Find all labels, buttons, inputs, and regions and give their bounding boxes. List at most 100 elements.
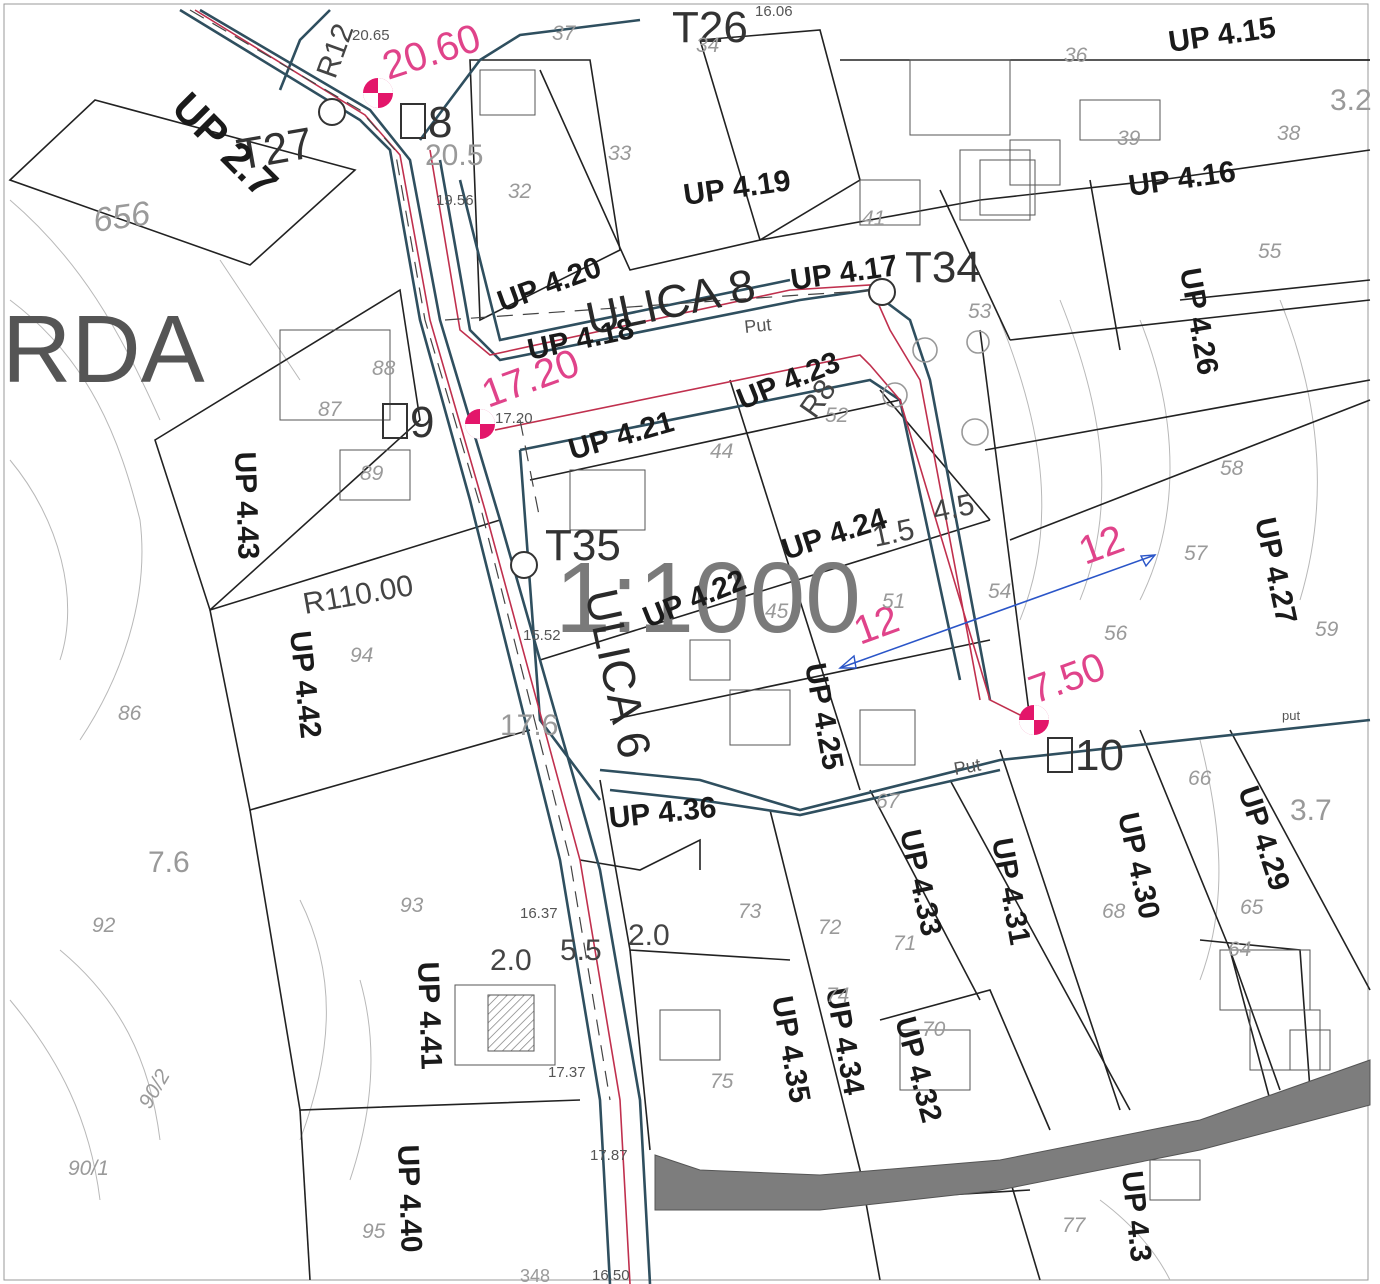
zone-up-4-36: UP 4.36 xyxy=(607,791,718,835)
dim-7-6: 7.6 xyxy=(148,846,190,879)
parcel-93: 93 xyxy=(400,894,424,917)
building-outlines xyxy=(279,59,1331,1201)
parcel-39: 39 xyxy=(1117,127,1141,150)
zone-up-4-21: UP 4.21 xyxy=(565,405,678,466)
elev-19-56: 19.56 xyxy=(436,192,474,209)
parcel-52: 52 xyxy=(825,404,849,427)
parcel-70: 70 xyxy=(922,1018,946,1041)
elevation-labels: 20.65 19.56 17.20 15.52 16.37 17.37 17.8… xyxy=(352,3,793,1284)
parcel-32: 32 xyxy=(508,180,532,203)
parcel-36: 36 xyxy=(1064,44,1088,67)
dim-5-5: 5.5 xyxy=(560,934,602,967)
elev-15-52: 15.52 xyxy=(523,627,561,644)
parcel-87: 87 xyxy=(318,398,343,421)
path-label-put-3: put xyxy=(1282,708,1300,723)
dim-2-0-b: 2.0 xyxy=(628,919,670,952)
zone-up-4-16: UP 4.16 xyxy=(1126,155,1237,203)
survey-markers xyxy=(363,78,1049,735)
zone-up-4-29: UP 4.29 xyxy=(1231,782,1296,895)
parcel-88: 88 xyxy=(372,357,396,380)
elev-16-50: 16.50 xyxy=(592,1267,630,1284)
parcel-75: 75 xyxy=(710,1070,734,1093)
parcel-66: 66 xyxy=(1188,767,1212,790)
dim-4-5: 4.5 xyxy=(930,488,978,529)
parcel-41: 41 xyxy=(862,207,885,230)
zone-up-4-19: UP 4.19 xyxy=(681,164,792,212)
map-frame xyxy=(3,3,1369,1281)
node-label-t35: T35 xyxy=(545,521,621,570)
parcel-44: 44 xyxy=(710,440,733,463)
parcel-33: 33 xyxy=(608,142,632,165)
zone-up-4-43: UP 4.43 xyxy=(228,451,265,560)
road-band xyxy=(654,1059,1371,1211)
path-label-put: Put xyxy=(743,314,772,337)
zone-up-4-35: UP 4.35 xyxy=(765,993,816,1105)
sign-label-8: 8 xyxy=(428,98,452,147)
elev-17-37: 17.37 xyxy=(548,1064,586,1081)
parcel-51: 51 xyxy=(882,590,905,613)
parcel-37: 37 xyxy=(552,22,577,45)
parcel-656: 656 xyxy=(91,194,153,240)
elev-17-20: 17.20 xyxy=(495,410,533,427)
parcel-59: 59 xyxy=(1315,618,1339,641)
zone-up-4-18: UP 4.18 xyxy=(525,312,637,367)
elevation-red-7-50: 7.50 xyxy=(1023,644,1111,712)
parcel-38: 38 xyxy=(1277,122,1301,145)
road-lines xyxy=(179,8,1371,1284)
zone-up-4-40: UP 4.40 xyxy=(391,1144,428,1253)
sign-label-9: 9 xyxy=(410,398,434,447)
zone-up-4-25: UP 4.25 xyxy=(798,660,849,772)
parcel-74: 74 xyxy=(826,984,849,1007)
hatched-building xyxy=(487,994,535,1052)
parcel-89: 89 xyxy=(360,462,384,485)
zone-up-4-3: UP 4.3 xyxy=(1115,1169,1157,1263)
node-label-t34: T34 xyxy=(905,243,981,292)
manholes xyxy=(882,330,990,446)
elev-20-65: 20.65 xyxy=(352,27,390,44)
blue-dimension xyxy=(838,554,1157,669)
parcel-56: 56 xyxy=(1104,622,1128,645)
zone-up-4-33: UP 4.33 xyxy=(893,827,948,939)
dim-3-2: 3.2 xyxy=(1330,84,1372,117)
area-label: RDA xyxy=(2,296,205,403)
sign-boxes xyxy=(382,103,1073,773)
zone-up-4-27: UP 4.27 xyxy=(1248,515,1303,627)
road-centerlines xyxy=(189,9,881,1101)
parcel-71: 71 xyxy=(893,932,916,955)
parcel-90-1: 90/1 xyxy=(68,1157,109,1180)
zone-up-4-41: UP 4.41 xyxy=(411,961,448,1070)
zone-up-4-15: UP 4.15 xyxy=(1166,11,1277,59)
parcel-45: 45 xyxy=(765,600,789,623)
parcel-68: 68 xyxy=(1102,900,1126,923)
parcel-72: 72 xyxy=(818,916,842,939)
parcel-73: 73 xyxy=(738,900,762,923)
parcel-53: 53 xyxy=(968,300,992,323)
elev-16-37: 16.37 xyxy=(520,905,558,922)
parcel-94: 94 xyxy=(350,644,373,667)
parcel-90-2: 90/2 xyxy=(134,1065,175,1112)
parcel-58: 58 xyxy=(1220,457,1244,480)
parcel-95: 95 xyxy=(362,1220,386,1243)
scale-label: 1:1000 xyxy=(555,542,861,654)
parcel-86: 86 xyxy=(118,702,142,725)
parcel-numbers: 656 88 87 89 86 94 92 93 90/2 90/1 95 32… xyxy=(68,22,1339,1284)
elevation-red-20-60: 20.60 xyxy=(377,16,486,89)
dim-3-7: 3.7 xyxy=(1290,794,1332,827)
parcel-57: 57 xyxy=(1184,542,1209,565)
parcel-65: 65 xyxy=(1240,896,1264,919)
parcel-54: 54 xyxy=(988,580,1011,603)
parcel-67: 67 xyxy=(876,790,901,813)
elev-16-06: 16.06 xyxy=(755,3,793,20)
dim-17-6: 17.6 xyxy=(500,709,558,742)
sign-label-10: 10 xyxy=(1075,731,1124,780)
width-red-12-a: 12 xyxy=(1073,517,1130,574)
parcel-92: 92 xyxy=(92,914,116,937)
dim-2-0-a: 2.0 xyxy=(490,944,532,977)
parcel-boundaries xyxy=(8,29,1371,1281)
zone-up-4-42: UP 4.42 xyxy=(283,629,327,740)
parcel-348: 348 xyxy=(520,1266,550,1284)
parcel-64: 64 xyxy=(1228,938,1251,961)
parcel-55: 55 xyxy=(1258,240,1282,263)
elev-17-87: 17.87 xyxy=(590,1147,628,1164)
